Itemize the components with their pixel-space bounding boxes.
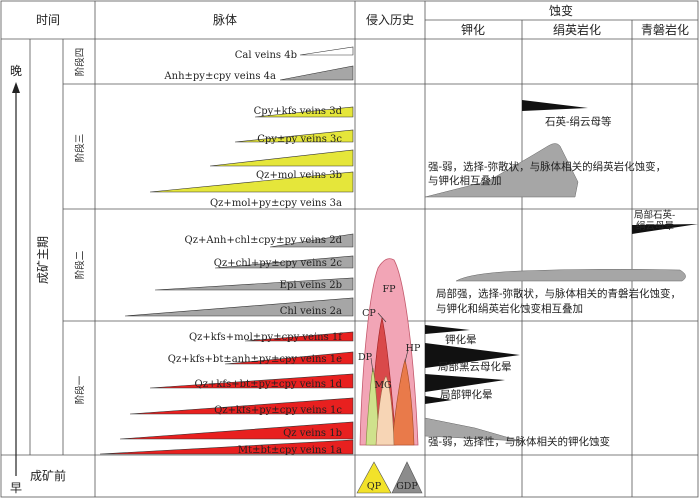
header-alteration: 蚀变 (549, 3, 573, 18)
potassic-halo-4 (425, 396, 452, 404)
potassic-note-2: 局部黑云母化晕 (438, 360, 512, 373)
axis-early-label: 早 (10, 481, 22, 495)
header-intrusion: 侵入历史 (366, 12, 414, 27)
vein-1c-label: Qz+kfs+py±cpy veins 1c (214, 405, 342, 416)
wedge-3d (254, 106, 354, 118)
vein-2c-label: Qz+chl+py±cpy veins 2c (214, 258, 343, 269)
header-potassic: 钾化 (461, 23, 485, 37)
vein-2a-label: Chl veins 2a (280, 306, 342, 317)
vein-3c-label: Cpy±py veins 3c (257, 134, 342, 145)
intrusion-gdp-label: GDP (396, 481, 418, 492)
phyllic-main-note-2: 与钾化相互叠加 (428, 174, 502, 187)
phyllic-main-note-1: 强-弱，选择-弥散状，与脉体相关的绢英岩化蚀变， (428, 160, 666, 173)
potassic-halo-2 (425, 343, 520, 368)
wedge-1c (129, 397, 354, 415)
vein-3d-label: Cpy+kfs veins 3d (254, 106, 343, 117)
phyllic-main-band (424, 143, 579, 198)
wedge-2c (214, 255, 354, 269)
phyllic-alteration (424, 100, 588, 198)
stage-4: 阶段四 (74, 48, 86, 77)
vein-1b-label: Qz veins 1b (283, 428, 342, 439)
potassic-halo-3 (425, 374, 505, 392)
vein-4a-label: Anh±py±cpy veins 4a (163, 71, 276, 82)
wedge-1e (224, 351, 354, 365)
prop-main-note-1: 局部强，选择-弥散状，与脉体相关的青磐岩化蚀变， (436, 287, 681, 300)
prop-main-note-2: 与钾化和绢英岩化蚀变相互叠加 (436, 302, 583, 315)
prop-top-note-2: 绢云母晕 (636, 220, 674, 232)
prop-top-wedge (632, 224, 698, 234)
intrusion-hp (391, 358, 415, 446)
period-pre: 成矿前 (30, 468, 66, 483)
intrusion-mg-label: MG (374, 380, 391, 391)
intrusion-diagram (359, 258, 419, 446)
header-phyllic: 绢英岩化 (553, 22, 601, 37)
wedge-3b (209, 149, 354, 167)
header-propylitic: 青磐岩化 (641, 22, 689, 37)
phyllic-top-wedge (522, 100, 588, 111)
potassic-note-1: 钾化晕 (445, 333, 477, 346)
intrusion-mg (375, 375, 395, 446)
vein-1f-label: Qz+kfs+mol±py±cpy veins 1f (189, 332, 343, 343)
wedge-1b (119, 421, 354, 440)
wedge-3c (234, 129, 354, 143)
wedge-2d (269, 233, 354, 248)
potassic-alteration (424, 325, 521, 442)
time-arrow (12, 82, 20, 476)
header-vein: 脉体 (213, 12, 237, 27)
wedge-4a (279, 65, 354, 81)
potassic-main-band (424, 417, 521, 442)
wedge-2b (154, 277, 354, 291)
stage-3: 阶段三 (74, 134, 86, 163)
vein-labels: Cal veins 4b Anh±py±cpy veins 4a Cpy+kfs… (163, 50, 343, 456)
pre-ore-intrusions (356, 461, 423, 494)
potassic-main-note: 强-弱，选择性，与脉体相关的钾化蚀变 (428, 435, 611, 448)
propylitic-alteration (455, 224, 698, 282)
prop-main-band (455, 268, 686, 282)
wedge-1f (244, 331, 354, 342)
vein-3a-label: Qz+mol+py±cpy veins 3a (210, 198, 342, 209)
vein-1e-label: Qz+kfs+bt±anh±py±cpy veins 1e (168, 354, 342, 365)
intrusion-qp-label: QP (367, 481, 382, 492)
stage-2: 阶段二 (74, 251, 86, 280)
vein-4b-label: Cal veins 4b (235, 50, 297, 61)
prop-top-note-1: 局部石英- (634, 209, 675, 221)
wedge-4b (299, 46, 354, 56)
wedge-2a (124, 297, 354, 317)
potassic-halo-1 (425, 325, 470, 334)
wedge-1a (99, 439, 354, 455)
potassic-note-3: 局部钾化晕 (440, 388, 493, 401)
vein-2b-label: Epi veins 2b (280, 280, 342, 291)
vein-3b-label: Qz+mol veins 3b (256, 170, 342, 181)
phyllic-top-note: 石英-绢云母等 (545, 115, 612, 128)
intrusion-gdp (391, 461, 423, 494)
intrusion-fp-label: FP (383, 284, 397, 295)
vein-2d-label: Qz+Anh+chl±cpy±py veins 2d (185, 235, 343, 246)
vein-1d-label: Qz+kfs+bt±py±cpy veins 1d (195, 379, 343, 390)
period-main: 成矿主期 (36, 236, 50, 284)
axis-late-label: 晚 (10, 64, 22, 78)
header-time: 时间 (36, 13, 60, 27)
intrusion-hp-label: HP (406, 343, 421, 354)
intrusion-qp (356, 461, 392, 494)
intrusion-cp-label: CP (362, 308, 376, 319)
stage-1: 阶段一 (74, 375, 86, 404)
vein-1a-label: Mt±bt±cpy veins 1a (238, 445, 342, 456)
vein-wedges (99, 46, 354, 455)
wedge-3a (149, 171, 354, 193)
intrusion-dp-label: DP (358, 352, 373, 363)
wedge-1d (149, 373, 354, 389)
